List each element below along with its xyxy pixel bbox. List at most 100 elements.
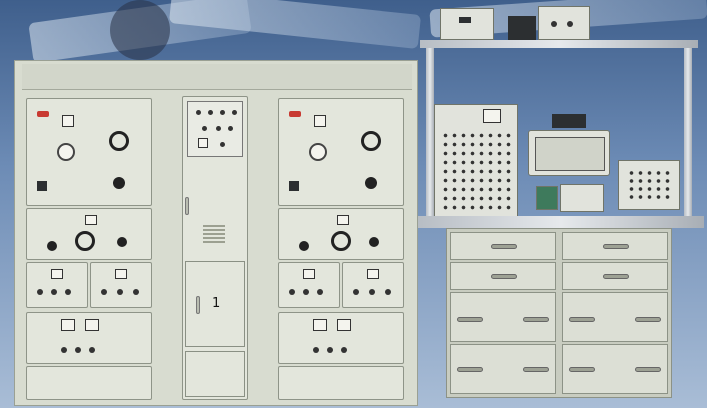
bench-scope [528,130,610,176]
display [459,17,471,23]
bench-top [418,216,704,228]
drawer-handle[interactable] [603,244,629,249]
knob[interactable] [65,289,71,295]
knob[interactable] [37,289,43,295]
switch[interactable] [37,181,47,191]
knob[interactable] [303,289,309,295]
drawer[interactable] [450,262,556,290]
left-rack-panel-1 [26,98,152,206]
knob[interactable] [327,347,333,353]
drawer-handle[interactable] [635,367,661,372]
indicator-lamp [196,110,201,115]
bench-instrument-panel [434,104,518,218]
drawer-handle[interactable] [569,367,595,372]
knob[interactable] [341,347,347,353]
handwheel[interactable] [331,231,351,251]
drawer[interactable] [450,232,556,260]
handwheel[interactable] [361,131,381,151]
drawer-handle[interactable] [457,317,483,322]
dial-gauge [309,143,327,161]
drawer[interactable] [562,292,668,342]
knob[interactable] [89,347,95,353]
center-column: 1 [182,96,248,400]
switch[interactable] [289,181,299,191]
shelf-post-left [426,48,434,218]
indicator-lamp [208,110,213,115]
right-rack-panel-2 [278,208,404,260]
drawer-handle[interactable] [523,317,549,322]
knob[interactable] [365,177,377,189]
bench-device-low-1 [536,186,558,210]
knob[interactable] [353,289,359,295]
bench-small-box [552,114,586,128]
drawer-handle[interactable] [603,274,629,279]
knob[interactable] [133,289,139,295]
shelf-device-3 [508,16,536,40]
center-vent-grille [203,225,225,243]
shelf-device-2 [538,6,590,40]
knob[interactable] [51,289,57,295]
switch[interactable] [220,142,225,147]
meter [367,269,379,279]
left-rack-panel-3b [90,262,152,308]
knob[interactable] [551,21,557,27]
knob[interactable] [61,347,67,353]
knob[interactable] [317,289,323,295]
meter [303,269,315,279]
dial-gauge [57,143,75,161]
knob[interactable] [385,289,391,295]
knob[interactable] [47,241,57,251]
keypad[interactable] [627,169,673,203]
drawer[interactable] [450,344,556,394]
knob[interactable] [369,237,379,247]
door-handle[interactable] [196,296,200,314]
knob[interactable] [567,21,573,27]
console-top-trim [22,64,412,90]
center-bottom-door [185,351,245,397]
knob[interactable] [299,241,309,251]
meter [61,319,75,331]
center-handle-upper[interactable] [185,197,189,215]
knob[interactable] [113,177,125,189]
meter [198,138,208,148]
knob[interactable] [289,289,295,295]
shelf-top-rail [420,40,698,48]
knob[interactable] [313,347,319,353]
meter [51,269,63,279]
right-rack-panel-3a [278,262,340,308]
knob[interactable] [117,289,123,295]
meter [314,115,326,127]
drawer[interactable] [562,232,668,260]
center-lower-door: 1 [185,261,245,347]
knob[interactable] [101,289,107,295]
handwheel[interactable] [75,231,95,251]
meter [115,269,127,279]
meter [313,319,327,331]
shelf-post-right [684,48,692,218]
drawer[interactable] [450,292,556,342]
drawer-handle[interactable] [457,367,483,372]
id-plate [37,111,49,117]
knob[interactable] [75,347,81,353]
indicator-lamp [202,126,207,131]
indicator-lamp [216,126,221,131]
patch-grid[interactable] [441,131,513,211]
knob[interactable] [117,237,127,247]
left-rack-panel-4 [26,312,152,364]
meter [62,115,74,127]
drawer[interactable] [562,344,668,394]
knob[interactable] [369,289,375,295]
drawer[interactable] [562,262,668,290]
meter [85,215,97,225]
drawer-handle[interactable] [491,244,517,249]
drawer-handle[interactable] [491,274,517,279]
left-rack-panel-3a [26,262,88,308]
drawer-handle[interactable] [523,367,549,372]
drawer-handle[interactable] [635,317,661,322]
meter [337,215,349,225]
handwheel[interactable] [109,131,129,151]
drawer-handle[interactable] [569,317,595,322]
right-rack-panel-1 [278,98,404,206]
center-instrument-panel [187,101,243,157]
right-rack-panel-3b [342,262,404,308]
